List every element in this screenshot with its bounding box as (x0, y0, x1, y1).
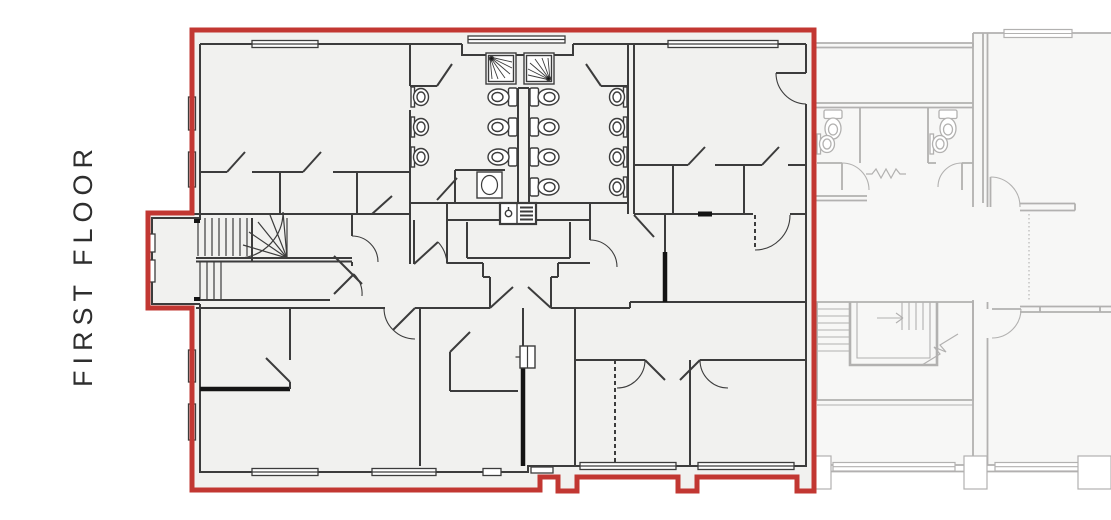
shower-icon (523, 52, 555, 85)
winder-stair-fan (240, 211, 288, 259)
sink-icon (608, 176, 628, 198)
shower-icon (485, 52, 517, 85)
toilet-icon (938, 109, 958, 140)
sink-icon (410, 116, 430, 138)
sink-icon (410, 86, 430, 108)
toilet-icon (823, 109, 843, 140)
pillar (963, 455, 988, 490)
main-walls (151, 43, 807, 473)
sink-icon (816, 133, 836, 155)
kitchen-sink-icon (498, 201, 538, 226)
adjacent-walls (815, 32, 1111, 473)
toilet-icon (487, 117, 518, 137)
toilet-icon (529, 87, 560, 107)
pillar (1077, 455, 1111, 490)
main-windows (148, 35, 795, 477)
sink-icon (608, 146, 628, 168)
sink-icon (929, 133, 949, 155)
toilet-icon (529, 117, 560, 137)
adjacent-stair-treads (817, 214, 1030, 359)
toilet-icon (487, 147, 518, 167)
sink-icon (608, 116, 628, 138)
toilet-icon (487, 87, 518, 107)
sink-icon (608, 86, 628, 108)
toilet-icon (529, 177, 560, 197)
closet-basin-icon (480, 174, 499, 196)
adjacent-wing (812, 28, 1111, 490)
page-title: FIRST FLOOR (68, 143, 98, 387)
sink-icon (410, 146, 430, 168)
toilet-icon (529, 147, 560, 167)
main-floor-area (148, 30, 814, 491)
adjacent-door-arcs (841, 162, 1022, 339)
demise-boundary-outline (145, 27, 817, 494)
